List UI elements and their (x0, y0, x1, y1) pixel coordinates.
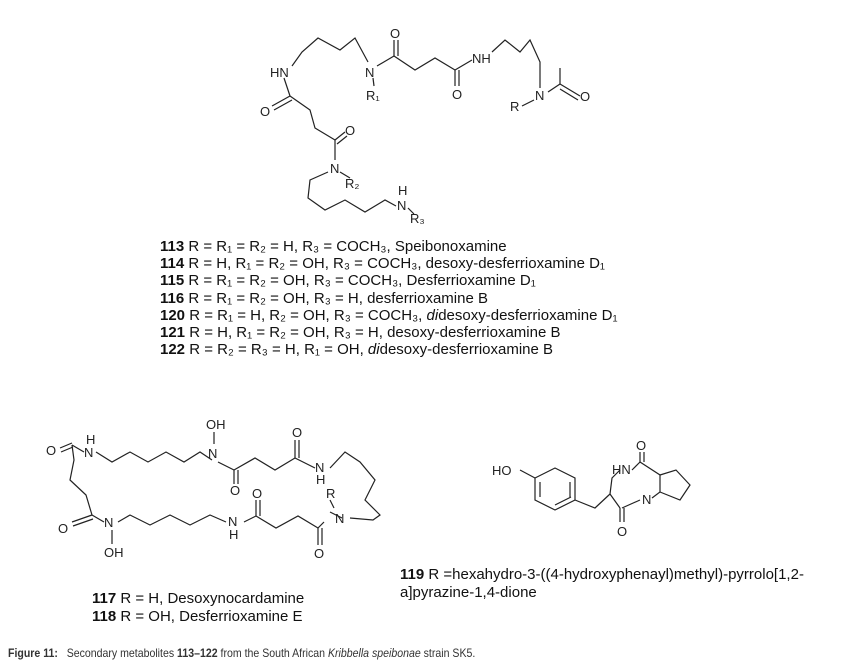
atom-label: N (642, 492, 651, 507)
compound-113: 113 R = R₁ = R₂ = H, R₃ = COCH₃, Speibon… (160, 238, 618, 255)
atom-label: N (315, 460, 324, 475)
compound-number: 120 (160, 306, 186, 324)
atom-label: R₂ (345, 176, 359, 191)
compound-number: 113 (160, 238, 185, 255)
compound-117: 117 R = H, Desoxynocardamine (92, 590, 304, 608)
compound-number: 115 (160, 272, 185, 290)
compound-description: desoxy-desferrioxamine B (379, 341, 554, 359)
structure-119: HO O HN N O (492, 438, 691, 539)
atom-label: O (580, 89, 590, 104)
compound-number: 119 (400, 566, 425, 583)
atom-label: N (535, 88, 544, 103)
compound-description: R = R₁ = R₂ = OH, R₃ = COCH₃, Desferriox… (188, 272, 536, 290)
atom-label: O (58, 521, 68, 536)
compound-118: 118 R = OH, Desferrioxamine E (92, 608, 304, 626)
compound-description: R = R₂ = R₃ = H, R₁ = OH, (189, 341, 368, 359)
caption-species: Kribbella speibonae (327, 646, 421, 660)
atom-label: O (46, 443, 56, 458)
caption-text: from the South African (217, 646, 328, 660)
compound-number: 122 (160, 341, 186, 359)
atom-label: O (345, 123, 355, 138)
atom-label: R₃ (410, 211, 425, 226)
atom-label: O (314, 546, 324, 561)
compound-prefix-italic: di (426, 306, 439, 324)
compound-description: R = R₁ = R₂ = OH, R₃ = H, desferrioxamin… (188, 289, 488, 307)
chemical-structures: HN N R₁ O NH O R N O O O N R₂ H N R₃ (46, 26, 691, 561)
caption-text: Secondary metabolites (66, 646, 178, 660)
compound-list-top: 113 R = R₁ = R₂ = H, R₃ = COCH₃, Speibon… (160, 238, 618, 358)
atom-label: O (390, 26, 400, 41)
compound-115: 115 R = R₁ = R₂ = OH, R₃ = COCH₃, Desfer… (160, 272, 618, 289)
compound-description: R =hexahydro-3-((4-hydroxyphenayl)methyl… (400, 566, 804, 601)
compound-list-bottom-left: 117 R = H, Desoxynocardamine 118 R = OH,… (92, 590, 304, 626)
atom-label: O (252, 486, 262, 501)
atom-label: N (397, 198, 406, 213)
compound-number: 118 (92, 608, 117, 625)
compound-description: R = H, R₁ = R₂ = OH, R₃ = COCH₃, desoxy-… (188, 255, 605, 273)
compound-description: R = H, Desoxynocardamine (120, 590, 305, 607)
atom-label: N (208, 446, 217, 461)
atom-label: N (330, 161, 339, 176)
atom-label: O (260, 104, 270, 119)
compound-119: 119 R =hexahydro-3-((4-hydroxyphenayl)me… (400, 566, 845, 602)
atom-label: H (398, 183, 407, 198)
atom-label: OH (206, 417, 226, 432)
compound-114: 114 R = H, R₁ = R₂ = OH, R₃ = COCH₃, des… (160, 255, 618, 272)
compound-number: 117 (92, 590, 117, 607)
atom-label: N (84, 445, 93, 460)
compound-122: 122 R = R₂ = R₃ = H, R₁ = OH, didesoxy-d… (160, 341, 618, 358)
atom-label: O (617, 524, 627, 539)
compound-121: 121 R = H, R₁ = R₂ = OH, R₃ = H, desoxy-… (160, 324, 618, 341)
atom-label: O (230, 483, 240, 498)
atom-label: N (335, 511, 344, 526)
atom-label: OH (104, 545, 124, 560)
figure-caption: Figure 11: Secondary metabolites 113–122… (8, 646, 475, 660)
atom-label: O (292, 425, 302, 440)
atom-label: N (365, 65, 374, 80)
caption-text: strain SK5. (420, 646, 476, 660)
structure-113-116-120-122: HN N R₁ O NH O R N O O O N R₂ H N R₃ (260, 26, 590, 226)
atom-label: N (228, 514, 237, 529)
compound-description: desoxy-desferrioxamine D₁ (438, 306, 618, 324)
atom-label: O (452, 87, 462, 102)
atom-label: H (86, 432, 95, 447)
atom-label: R₁ (366, 88, 380, 103)
compound-description: R = OH, Desferrioxamine E (120, 608, 303, 625)
caption-range: 113–122 (177, 646, 218, 660)
compound-description: R = R₁ = H, R₂ = OH, R₃ = COCH₃, (189, 306, 427, 324)
compound-description: R = H, R₁ = R₂ = OH, R₃ = H, desoxy-desf… (189, 324, 561, 342)
structure-117-118: H N O OH N O O N H O N OH O N H R N O (46, 417, 381, 561)
compound-prefix-italic: di (367, 341, 380, 359)
atom-label: NH (472, 51, 491, 66)
compound-number: 121 (160, 324, 186, 342)
atom-label: HN (612, 462, 631, 477)
compound-description: R = R₁ = R₂ = H, R₃ = COCH₃, Speibonoxam… (188, 238, 507, 255)
atom-label: H (316, 472, 325, 487)
atom-label: R (326, 486, 335, 501)
compound-number: 114 (160, 255, 185, 273)
compound-116: 116 R = R₁ = R₂ = OH, R₃ = H, desferriox… (160, 290, 618, 307)
atom-label: H (229, 527, 238, 542)
atom-label: N (104, 515, 113, 530)
atom-label: HO (492, 463, 512, 478)
compound-number: 116 (160, 289, 185, 307)
compound-120: 120 R = R₁ = H, R₂ = OH, R₃ = COCH₃, did… (160, 307, 618, 324)
atom-label: R (510, 99, 519, 114)
figure-label: Figure 11: (8, 646, 58, 660)
atom-label: O (636, 438, 646, 453)
atom-label: HN (270, 65, 289, 80)
